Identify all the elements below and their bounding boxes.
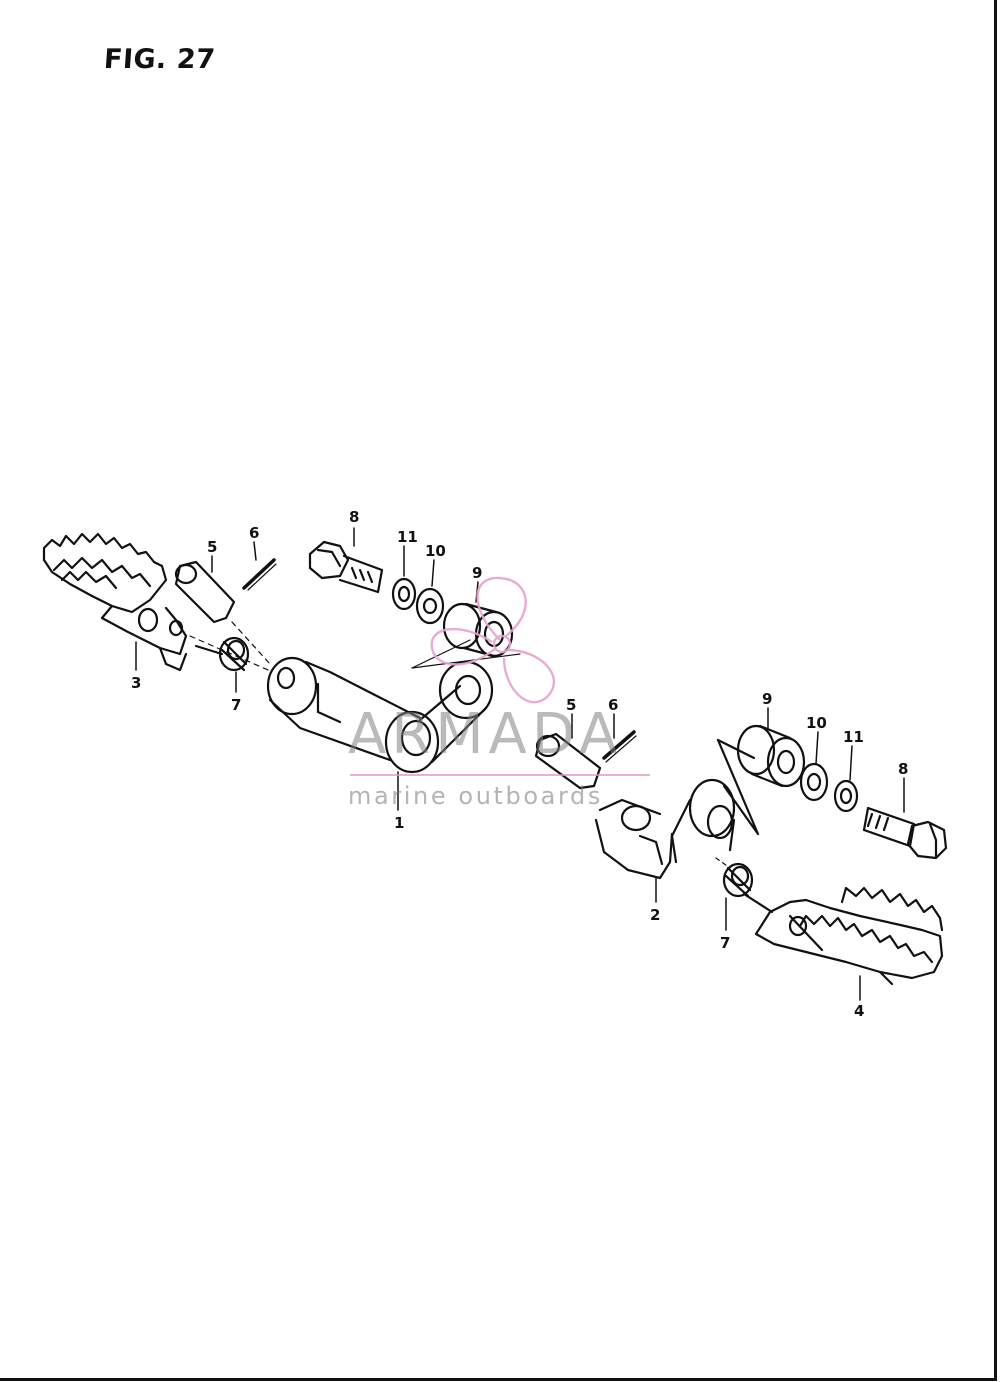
callout-label: 9: [472, 564, 482, 582]
watermark-tagline: marine outboards: [348, 782, 603, 810]
callout-label: 10: [425, 542, 446, 560]
callout-label: 7: [231, 696, 241, 714]
left-footrest-part: [42, 532, 188, 672]
callout-label: 11: [397, 528, 418, 546]
callout-label: 1: [394, 814, 404, 832]
callout-label: 8: [349, 508, 359, 526]
right-bolt-part: [862, 806, 948, 860]
callout-label: 3: [131, 674, 141, 692]
callout-leaders: [135, 527, 905, 1001]
callout-labels: 8 11 10 9 5 6 3 7 1 5 6 9 10 11 8 2 7 4: [131, 508, 908, 1020]
callout-label: 10: [806, 714, 827, 732]
callout-label: 5: [207, 538, 217, 556]
left-washer-part: [415, 587, 445, 625]
callout-label: 11: [843, 728, 864, 746]
right-pivot-part: [594, 738, 760, 880]
left-cotter-pin-part: [242, 558, 277, 591]
left-pin-part: [174, 560, 236, 624]
left-spring-part: [194, 636, 250, 672]
right-bushing-part: [736, 724, 806, 788]
left-bolt-part: [308, 540, 384, 594]
callout-label: 2: [650, 906, 660, 924]
propeller-logo-icon: [430, 576, 556, 704]
right-spring-part: [715, 857, 774, 914]
right-washer-part: [799, 762, 829, 802]
right-lock-washer-part: [833, 779, 859, 813]
callout-label: 5: [566, 696, 576, 714]
footrest-bracket-part: [266, 656, 494, 774]
right-pin-part: [534, 732, 602, 790]
callout-label: 6: [608, 696, 618, 714]
watermark-brand: ARMADA: [348, 702, 623, 767]
callout-label: 8: [898, 760, 908, 778]
left-lock-washer-part: [391, 577, 417, 611]
callout-label: 7: [720, 934, 730, 952]
callout-label: 4: [854, 1002, 864, 1020]
right-cotter-pin-part: [602, 730, 637, 763]
callout-label: 6: [249, 524, 259, 542]
watermark-divider: [350, 774, 650, 776]
callout-label: 9: [762, 690, 772, 708]
right-footrest-part: [754, 886, 944, 986]
